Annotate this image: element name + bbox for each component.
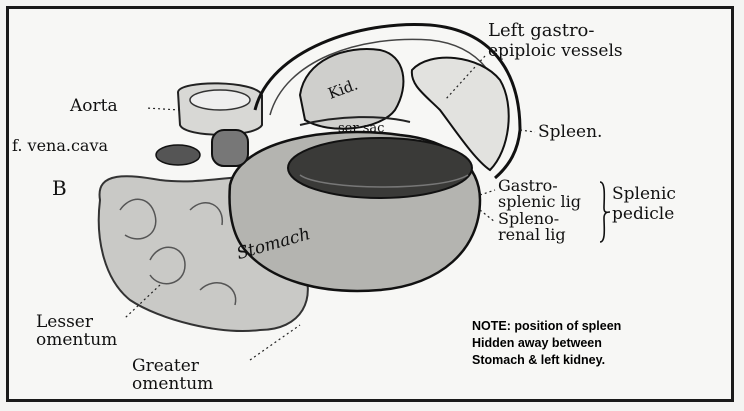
label-epiploic: epiploic vessels — [488, 43, 623, 61]
note-line-3: Stomach & left kidney. — [472, 352, 621, 369]
label-aorta: Aorta — [70, 98, 118, 116]
note-line-2: Hidden away between — [472, 335, 621, 352]
label-renal-lig: renal lig — [498, 227, 566, 244]
label-vena-cava: f. vena.cava — [12, 138, 108, 155]
label-omentum-2: omentum — [132, 376, 213, 394]
label-lesser-sac: ser sac — [338, 122, 384, 136]
stomach-cavity — [288, 138, 472, 198]
label-left-gastro: Left gastro- — [488, 22, 594, 41]
pedicle-brace — [600, 182, 610, 242]
label-spleen: Spleen. — [538, 124, 602, 142]
vena-cava-shape — [212, 130, 248, 166]
panel-letter: B — [52, 178, 67, 199]
label-omentum-1: omentum — [36, 332, 117, 350]
note-line-1: NOTE: position of spleen — [472, 318, 621, 335]
note-box: NOTE: position of spleen Hidden away bet… — [472, 318, 621, 369]
label-splenic: Splenic — [612, 186, 676, 204]
label-pedicle: pedicle — [612, 206, 674, 224]
